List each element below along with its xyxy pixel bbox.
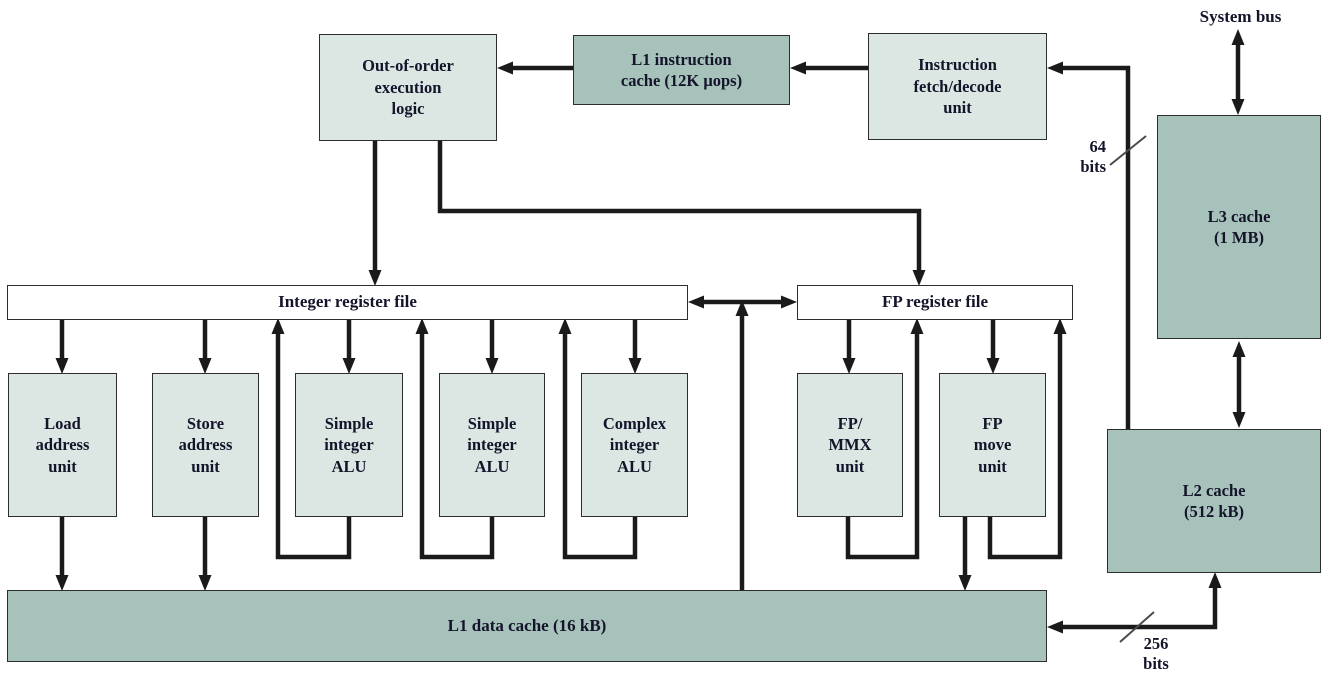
- box-out-of-order-execution-logic: Out-of-order execution logic: [319, 34, 497, 141]
- box-fp-move-unit: FP move unit: [939, 373, 1046, 517]
- box-simple-integer-alu-1: Simple integer ALU: [295, 373, 403, 517]
- box-instruction-fetch-decode-unit: Instruction fetch/decode unit: [868, 33, 1047, 140]
- bus-width-256-bits-label: 256 bits: [1143, 634, 1169, 674]
- box-fp-register-file: FP register file: [797, 285, 1073, 320]
- system-bus-label: System bus: [1199, 7, 1282, 26]
- box-l2-cache: L2 cache (512 kB): [1107, 429, 1321, 573]
- box-l1-instruction-cache: L1 instruction cache (12K μops): [573, 35, 790, 105]
- box-integer-register-file: Integer register file: [7, 285, 688, 320]
- box-store-address-unit: Store address unit: [152, 373, 259, 517]
- bus-width-64-bits-label: 64 bits: [1080, 137, 1106, 177]
- box-fp-mmx-unit: FP/ MMX unit: [797, 373, 903, 517]
- box-l3-cache: L3 cache (1 MB): [1157, 115, 1321, 339]
- box-simple-integer-alu-2: Simple integer ALU: [439, 373, 545, 517]
- box-l1-data-cache: L1 data cache (16 kB): [7, 590, 1047, 662]
- box-load-address-unit: Load address unit: [8, 373, 117, 517]
- box-complex-integer-alu: Complex integer ALU: [581, 373, 688, 517]
